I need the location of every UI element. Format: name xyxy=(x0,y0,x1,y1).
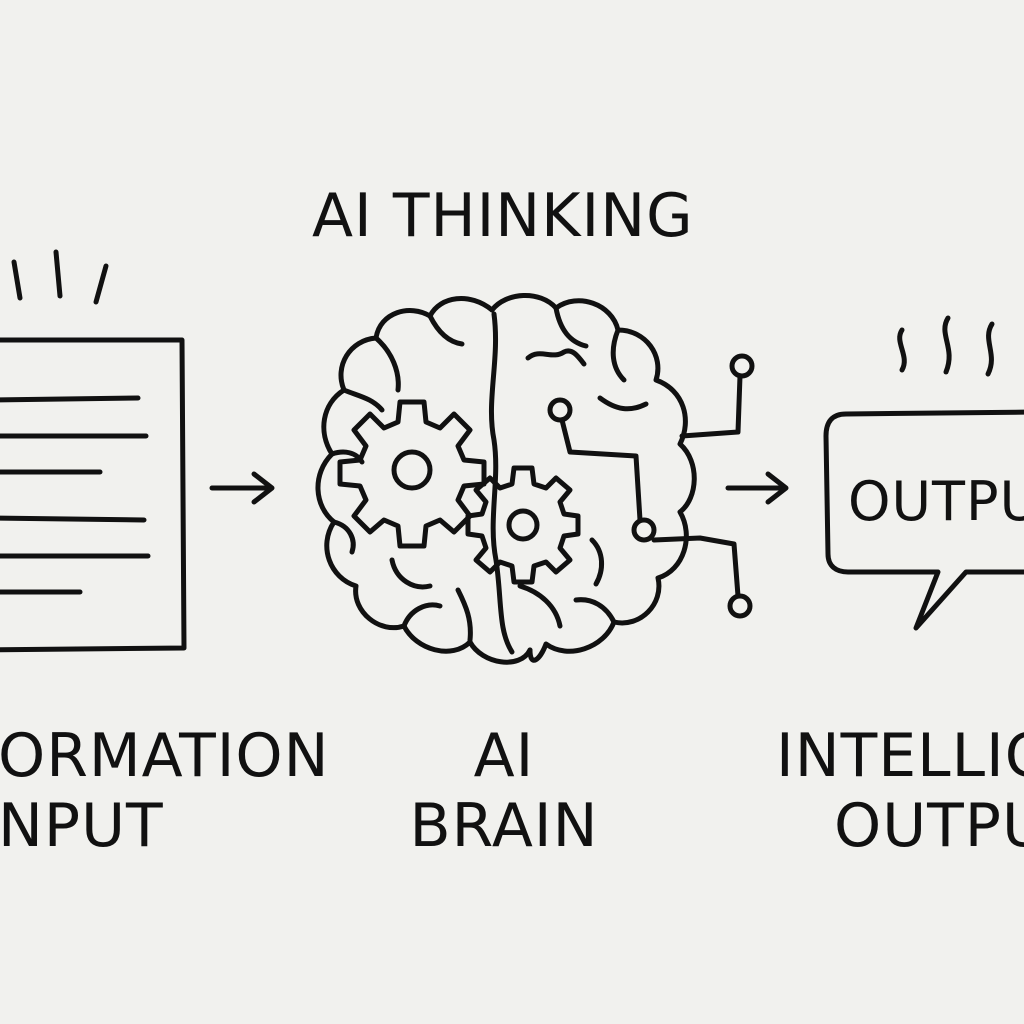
brain-label-line2: BRAIN xyxy=(409,791,598,861)
speech-bubble-outline xyxy=(823,409,1024,631)
input-label-line1: ORMATION xyxy=(0,721,330,791)
brain-fold xyxy=(517,583,563,629)
diagram-title: AI THINKING xyxy=(312,181,694,251)
brain-fold xyxy=(389,557,433,590)
brain-left-hemisphere xyxy=(315,296,533,665)
motion-mark xyxy=(93,263,109,305)
gear-icon xyxy=(465,465,581,585)
document-line xyxy=(0,515,147,523)
brain-fold xyxy=(525,348,587,367)
circuit-icon xyxy=(547,353,755,619)
output-label-line2: OUTPUT xyxy=(834,791,1024,861)
brain-fold xyxy=(373,335,401,393)
motion-mark xyxy=(897,327,907,373)
motion-mark xyxy=(11,259,23,301)
brain-fold xyxy=(573,597,617,625)
arrow-right-icon xyxy=(725,471,789,505)
brain-fissure xyxy=(488,311,515,655)
brain-fold xyxy=(553,305,589,349)
brain-fold xyxy=(597,395,649,412)
gear-icon xyxy=(337,399,487,549)
document-outline xyxy=(0,337,187,653)
arrow-right-icon xyxy=(209,471,275,505)
brain-fold xyxy=(401,602,443,629)
brain-fold xyxy=(341,387,385,413)
document-icon xyxy=(0,249,187,653)
brain-fold xyxy=(427,313,465,347)
brain-fold xyxy=(610,327,627,383)
brain-icon xyxy=(315,293,755,665)
brain-fold xyxy=(331,519,356,555)
brain-label-line1: AI xyxy=(474,721,535,791)
brain-right-hemisphere xyxy=(489,293,697,663)
input-label-line2: NPUT xyxy=(0,791,164,861)
bubble-text: OUTPUT xyxy=(848,470,1024,533)
document-line xyxy=(0,395,141,403)
brain-fold xyxy=(589,537,604,587)
output-label-line1: INTELLIG xyxy=(776,721,1024,791)
motion-mark xyxy=(53,249,63,299)
speech-bubble-icon xyxy=(823,315,1024,631)
brain-fold xyxy=(455,587,473,643)
motion-mark xyxy=(985,321,995,377)
motion-mark xyxy=(942,315,952,375)
